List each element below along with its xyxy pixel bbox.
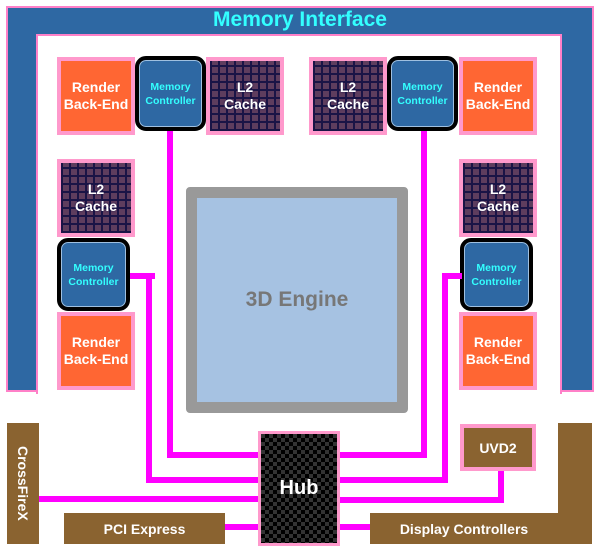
wire-mc-right-h2	[338, 477, 448, 483]
rbe-label-line1: Render	[71, 79, 121, 95]
hub-label: Hub	[279, 477, 319, 499]
pci-express-label: PCI Express	[103, 520, 186, 537]
mc-label-line2: Controller	[145, 94, 196, 107]
l2-label-line2: Cache	[476, 198, 520, 214]
crossfirex-label: CrossFireX	[15, 446, 31, 521]
rbe-label-line1: Render	[473, 334, 523, 350]
mc-label-line2: Controller	[68, 275, 119, 288]
wire-mc-left-v	[146, 273, 152, 483]
display-controllers-block[interactable]: Display Controllers	[370, 513, 592, 544]
wire-mc-top-right-h	[338, 452, 427, 458]
l2-label-line1: L2	[489, 181, 507, 197]
3d-engine[interactable]: 3D Engine	[186, 187, 408, 413]
mc-label-line1: Memory	[150, 80, 191, 93]
wire-pci-express	[224, 524, 260, 530]
rbe-label-line2: Back-End	[465, 351, 531, 367]
rbe-label-line2: Back-End	[63, 96, 129, 112]
rbe-label-line2: Back-End	[63, 351, 129, 367]
mc-label-line2: Controller	[397, 94, 448, 107]
wire-display-controllers	[338, 524, 372, 530]
wire-mc-left-h2	[146, 477, 260, 483]
uvd2-block[interactable]: UVD2	[460, 424, 536, 471]
wire-mc-right-h	[442, 273, 462, 279]
wire-crossfirex	[38, 496, 260, 502]
rbe-label-line2: Back-End	[465, 96, 531, 112]
wire-mc-top-right	[421, 131, 427, 458]
l2-label-line1: L2	[87, 181, 105, 197]
mc-label-line2: Controller	[471, 275, 522, 288]
wire-uvd2-h	[338, 497, 504, 503]
mc-label-line1: Memory	[402, 80, 443, 93]
wire-mc-right-v	[442, 273, 448, 483]
l2-label-line2: Cache	[223, 96, 267, 112]
pci-express-block[interactable]: PCI Express	[64, 513, 225, 544]
rbe-label-line1: Render	[71, 334, 121, 350]
mc-label-line1: Memory	[73, 261, 114, 274]
display-controllers-label: Display Controllers	[399, 520, 529, 537]
mc-label-line1: Memory	[476, 261, 517, 274]
rbe-label-line1: Render	[473, 79, 523, 95]
wire-uvd2-v	[498, 470, 504, 503]
wire-mc-top-left	[167, 131, 173, 458]
l2-label-line1: L2	[236, 79, 254, 95]
l2-label-line1: L2	[339, 79, 357, 95]
wire-mc-top-left-h	[167, 452, 260, 458]
memory-interface-title: Memory Interface	[213, 8, 387, 31]
3d-engine-label: 3D Engine	[245, 288, 349, 311]
uvd2-label: UVD2	[479, 439, 517, 456]
l2-label-line2: Cache	[326, 96, 370, 112]
hub[interactable]: Hub	[258, 431, 340, 546]
l2-label-line2: Cache	[74, 198, 118, 214]
wire-mc-left-h	[130, 273, 155, 279]
crossfirex-block[interactable]: CrossFireX	[7, 423, 39, 544]
